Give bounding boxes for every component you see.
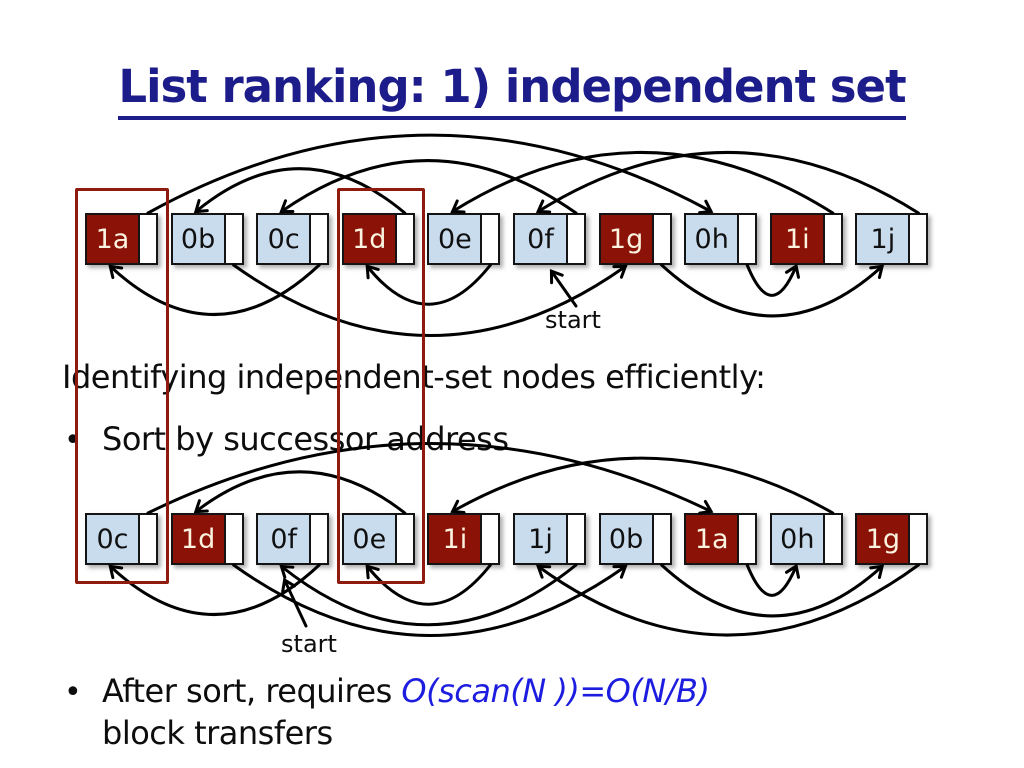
independent-set-highlight-box-2 — [337, 188, 425, 584]
list-node-1g: 1g — [598, 213, 672, 265]
node-label: 1g — [600, 215, 654, 263]
node-label: 0e — [343, 515, 397, 563]
list-node-0c: 0c — [85, 513, 158, 565]
list-node-1i: 1i — [427, 513, 501, 565]
node-pointer-cell — [568, 215, 584, 263]
node-pointer-cell — [739, 215, 756, 263]
node-label: 1i — [771, 215, 825, 263]
pointer-arrow-1a-to-0h — [745, 563, 800, 597]
list-node-1j: 1j — [855, 213, 929, 265]
pointer-arrow-0b-to-1g — [232, 263, 628, 337]
pointer-arrow-0e-to-1d — [193, 470, 407, 515]
bullet-after-sort-text: After sort, requires — [102, 672, 402, 710]
node-pointer-cell — [396, 515, 413, 563]
list-node-0b: 0b — [598, 513, 672, 565]
list-node-1j: 1j — [513, 513, 586, 565]
list-node-0h: 0h — [769, 513, 843, 565]
pointer-arrow-1g-to-1j — [660, 263, 885, 318]
node-label: 0f — [258, 515, 312, 563]
list-node-1d: 1d — [170, 513, 244, 565]
pointer-arrow-0c-to-1a — [146, 442, 714, 515]
node-label: 1j — [857, 215, 911, 263]
node-pointer-cell — [482, 515, 499, 563]
node-pointer-cell — [140, 215, 156, 263]
node-pointer-cell — [568, 515, 584, 563]
node-label: 1g — [857, 515, 911, 563]
pointer-arrow-1j-to-0f — [535, 151, 920, 215]
node-pointer-cell — [396, 215, 413, 263]
list-node-0e: 0e — [341, 513, 415, 565]
bullet-sort-text: Sort by successor address — [102, 420, 509, 458]
node-label: 0c — [87, 515, 140, 563]
node-label: 1j — [515, 515, 568, 563]
pointer-arrow-1i-to-0e — [450, 151, 835, 215]
list-node-0f: 0f — [256, 513, 330, 565]
pointer-arrow-1d-to-0b — [232, 563, 628, 637]
node-pointer-cell — [739, 515, 756, 563]
node-pointer-cell — [311, 515, 328, 563]
pointer-arrow-0b-to-1g — [660, 563, 885, 618]
node-pointer-cell — [482, 215, 499, 263]
pointer-arrow-1j-to-0f — [279, 563, 578, 627]
list-node-1i: 1i — [769, 213, 843, 265]
node-label: 0b — [172, 215, 226, 263]
pointer-arrow-1d-to-0b — [193, 167, 407, 215]
node-pointer-cell — [653, 215, 670, 263]
start-arrow-top — [549, 269, 578, 308]
list-node-0f: 0f — [513, 213, 586, 265]
node-label: 1i — [429, 515, 483, 563]
pointer-arrow-0c-to-1a — [108, 263, 321, 316]
pointer-arrow-0e-to-1d — [365, 263, 492, 306]
list-node-0e: 0e — [427, 213, 501, 265]
start-arrow-bottom — [281, 577, 308, 628]
start-label-bottom: start — [281, 630, 337, 658]
node-label: 1d — [172, 515, 226, 563]
node-pointer-cell — [824, 215, 841, 263]
pointer-arrow-0f-to-0c — [279, 159, 578, 215]
pointer-arrow-0h-to-1i — [450, 456, 835, 515]
start-label-top: start — [545, 306, 601, 334]
list-node-0h: 0h — [684, 213, 758, 265]
node-label: 0c — [258, 215, 312, 263]
list-node-1a: 1a — [684, 513, 758, 565]
list-node-0b: 0b — [170, 213, 244, 265]
complexity-formula: O(scan(N ))=O(N/B) — [401, 672, 710, 710]
node-label: 0f — [515, 215, 568, 263]
bullet-sort: •Sort by successor address — [64, 420, 509, 458]
node-pointer-cell — [225, 515, 242, 563]
list-node-1g: 1g — [855, 513, 929, 565]
node-pointer-cell — [824, 515, 841, 563]
list-node-1a: 1a — [85, 213, 158, 265]
pointer-arrow-0h-to-1i — [745, 263, 800, 297]
node-label: 0h — [686, 215, 740, 263]
node-label: 0e — [429, 215, 483, 263]
list-node-1d: 1d — [341, 213, 415, 265]
node-label: 1a — [87, 215, 140, 263]
node-label: 1a — [686, 515, 740, 563]
node-pointer-cell — [910, 215, 927, 263]
pointer-arrow-1g-to-1j — [536, 563, 920, 637]
node-pointer-cell — [653, 515, 670, 563]
node-pointer-cell — [910, 515, 927, 563]
node-label: 0h — [771, 515, 825, 563]
node-label: 1d — [343, 215, 397, 263]
node-pointer-cell — [311, 215, 328, 263]
bullet-after-sort: • After sort, requires O(scan(N ))=O(N/B) — [64, 672, 710, 710]
slide-title-text: List ranking: 1) independent set — [118, 60, 907, 120]
node-pointer-cell — [140, 515, 156, 563]
pointer-arrow-1a-to-0h — [146, 133, 714, 215]
bullet-marker: • — [64, 675, 82, 710]
slide-title: List ranking: 1) independent set — [0, 60, 1024, 120]
heading-identifying: Identifying independent-set nodes effici… — [62, 358, 766, 396]
bullet-after-sort-line2: block transfers — [102, 714, 333, 752]
node-label: 0b — [600, 515, 654, 563]
node-pointer-cell — [225, 215, 242, 263]
independent-set-highlight-box-1 — [75, 188, 169, 584]
list-node-0c: 0c — [256, 213, 330, 265]
